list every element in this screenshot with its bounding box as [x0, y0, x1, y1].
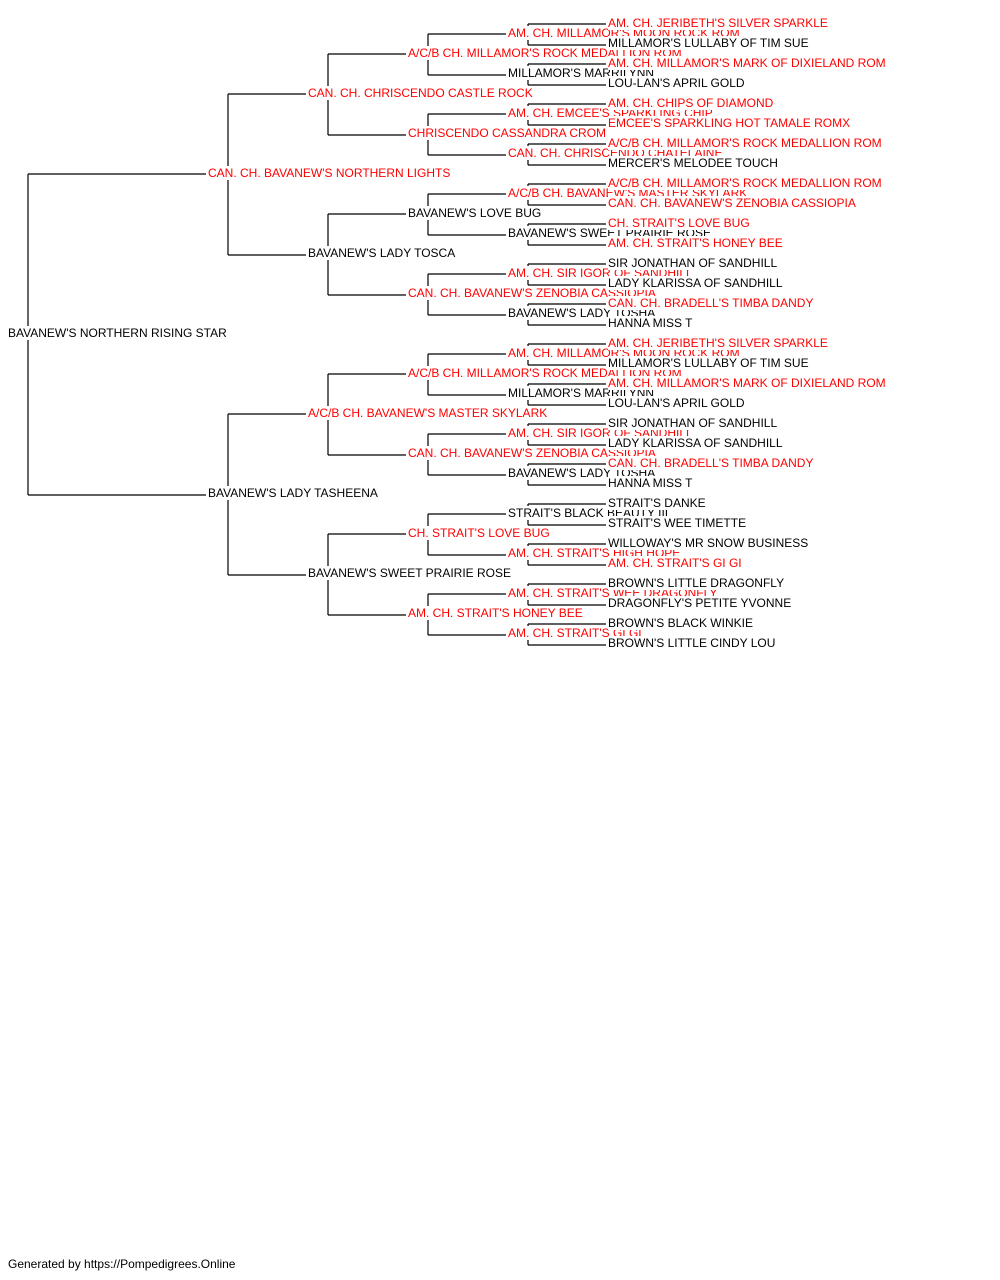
ancestor-name-gen5: AM. CH. STRAIT'S GI GI — [608, 556, 743, 570]
ancestor-name-gen5: AM. CH. STRAIT'S HONEY BEE — [608, 236, 784, 250]
ancestor-name-gen3: CAN. CH. BAVANEW'S ZENOBIA CASSIOPIA — [408, 446, 657, 460]
ancestor-name-gen2: BAVANEW'S LADY TOSCA — [308, 246, 457, 260]
ancestor-name-gen5: A/C/B CH. MILLAMOR'S ROCK MEDALLION ROM — [608, 136, 883, 150]
ancestor-name-gen2: A/C/B CH. BAVANEW'S MASTER SKYLARK — [308, 406, 549, 420]
ancestor-name-gen3: AM. CH. STRAIT'S HONEY BEE — [408, 606, 584, 620]
ancestor-name-gen5: BROWN'S BLACK WINKIE — [608, 616, 754, 630]
ancestor-name-gen5: LOU-LAN'S APRIL GOLD — [608, 396, 746, 410]
ancestor-name-gen5: AM. CH. JERIBETH'S SILVER SPARKLE — [608, 16, 829, 30]
ancestor-name-gen5: AM. CH. JERIBETH'S SILVER SPARKLE — [608, 336, 829, 350]
ancestor-name-gen5: CAN. CH. BRADELL'S TIMBA DANDY — [608, 456, 815, 470]
ancestor-name-gen3: CH. STRAIT'S LOVE BUG — [408, 526, 551, 540]
subject-dog-name: BAVANEW'S NORTHERN RISING STAR — [8, 326, 228, 340]
ancestor-name-gen2: CAN. CH. CHRISCENDO CASTLE ROCK — [308, 86, 534, 100]
ancestor-name-gen5: SIR JONATHAN OF SANDHILL — [608, 416, 779, 430]
ancestor-name-gen5: EMCEE'S SPARKLING HOT TAMALE ROMX — [608, 116, 852, 130]
ancestor-name-gen5: AM. CH. CHIPS OF DIAMOND — [608, 96, 775, 110]
ancestor-name-gen3: CAN. CH. BAVANEW'S ZENOBIA CASSIOPIA — [408, 286, 657, 300]
footer-credit: Generated by https://Pompedigrees.Online — [8, 1257, 236, 1271]
ancestor-name-gen5: STRAIT'S WEE TIMETTE — [608, 516, 748, 530]
ancestor-name-gen2: BAVANEW'S SWEET PRAIRIE ROSE — [308, 566, 512, 580]
ancestor-name-gen5: A/C/B CH. MILLAMOR'S ROCK MEDALLION ROM — [608, 176, 883, 190]
ancestor-name-gen5: MILLAMOR'S LULLABY OF TIM SUE — [608, 36, 810, 50]
ancestor-name-gen5: DRAGONFLY'S PETITE YVONNE — [608, 596, 793, 610]
ancestor-name-gen5: CAN. CH. BRADELL'S TIMBA DANDY — [608, 296, 815, 310]
ancestor-name-gen3: CHRISCENDO CASSANDRA CROM — [408, 126, 608, 140]
ancestor-name-gen5: AM. CH. MILLAMOR'S MARK OF DIXIELAND ROM — [608, 376, 887, 390]
ancestor-name-gen5: WILLOWAY'S MR SNOW BUSINESS — [608, 536, 810, 550]
ancestor-name-gen5: AM. CH. MILLAMOR'S MARK OF DIXIELAND ROM — [608, 56, 887, 70]
ancestor-name-gen1: CAN. CH. BAVANEW'S NORTHERN LIGHTS — [208, 166, 452, 180]
ancestor-name-gen5: SIR JONATHAN OF SANDHILL — [608, 256, 779, 270]
ancestor-name-gen5: LOU-LAN'S APRIL GOLD — [608, 76, 746, 90]
ancestor-name-gen5: BROWN'S LITTLE DRAGONFLY — [608, 576, 786, 590]
ancestor-name-gen5: STRAIT'S DANKE — [608, 496, 707, 510]
ancestor-name-gen3: BAVANEW'S LOVE BUG — [408, 206, 543, 220]
ancestor-name-gen5: LADY KLARISSA OF SANDHILL — [608, 276, 784, 290]
ancestor-name-gen5: LADY KLARISSA OF SANDHILL — [608, 436, 784, 450]
ancestor-name-gen5: MERCER'S MELODEE TOUCH — [608, 156, 779, 170]
ancestor-name-gen5: BROWN'S LITTLE CINDY LOU — [608, 636, 777, 650]
ancestor-name-gen1: BAVANEW'S LADY TASHEENA — [208, 486, 379, 500]
ancestor-name-gen5: MILLAMOR'S LULLABY OF TIM SUE — [608, 356, 810, 370]
ancestor-name-gen5: HANNA MISS T — [608, 316, 694, 330]
ancestor-name-gen5: CH. STRAIT'S LOVE BUG — [608, 216, 751, 230]
ancestor-name-gen5: HANNA MISS T — [608, 476, 694, 490]
ancestor-name-gen5: CAN. CH. BAVANEW'S ZENOBIA CASSIOPIA — [608, 196, 857, 210]
